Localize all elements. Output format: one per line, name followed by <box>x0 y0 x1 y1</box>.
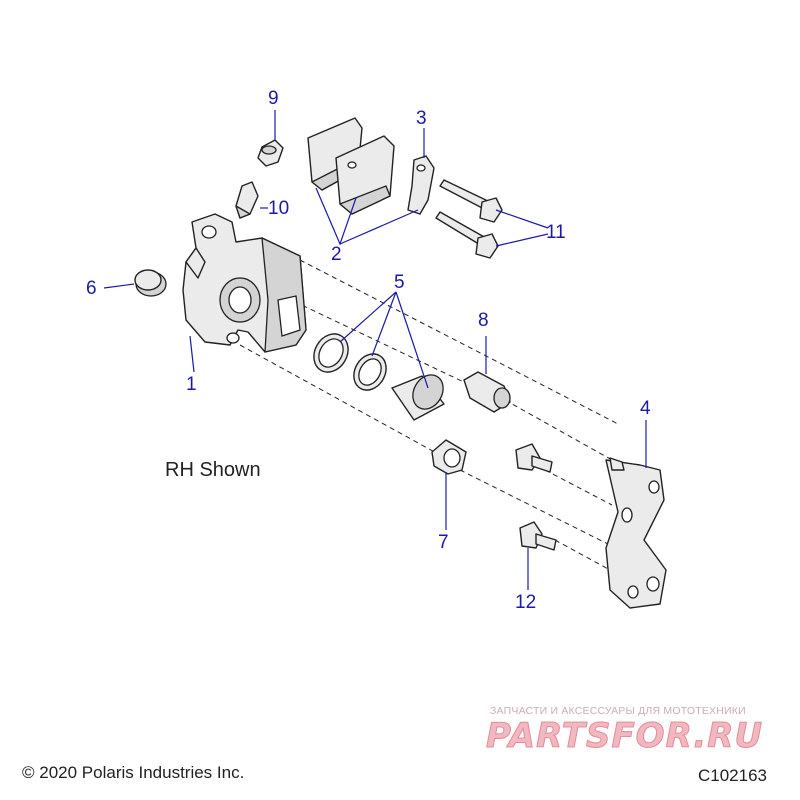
callout-2: 2 <box>331 244 342 265</box>
watermark-logo: PARTSFOR.RU <box>485 716 764 757</box>
mounting-bracket-part <box>605 457 667 609</box>
caliper-body-part <box>182 213 307 353</box>
copyright-notice: © 2020 Polaris Industries Inc. <box>22 763 245 782</box>
callout-10: 10 <box>268 198 290 219</box>
bleeder-screw-part <box>235 181 259 219</box>
pin-boot-part <box>431 439 467 475</box>
caliper-pins-part <box>435 179 503 259</box>
slide-bolt-part <box>463 371 511 413</box>
caliper-cap-part <box>134 269 167 297</box>
callout-4: 4 <box>640 398 651 419</box>
bracket-bolt-lower-part <box>519 521 557 551</box>
callout-6: 6 <box>86 278 97 299</box>
callout-leader-lines <box>103 110 647 590</box>
callout-11: 11 <box>546 222 566 243</box>
pad-retainer-part <box>407 155 435 215</box>
callout-9: 9 <box>268 88 279 109</box>
callout-8: 8 <box>478 310 489 331</box>
callout-3: 3 <box>416 108 427 129</box>
callout-12: 12 <box>515 592 537 613</box>
piston-seals-part <box>313 333 445 421</box>
watermark-tagline: ЗАПЧАСТИ И АКСЕССУАРЫ ДЛЯ МОТОТЕХНИКИ <box>490 705 746 717</box>
rh-shown-caption: RH Shown <box>165 459 261 481</box>
brake-pads-part <box>307 117 395 215</box>
bleeder-cap-part <box>257 139 284 167</box>
callout-5: 5 <box>394 272 405 293</box>
callout-7: 7 <box>438 532 449 553</box>
bracket-bolt-upper-part <box>515 443 553 473</box>
diagram-code: C102163 <box>698 766 768 785</box>
callout-1: 1 <box>186 374 197 395</box>
